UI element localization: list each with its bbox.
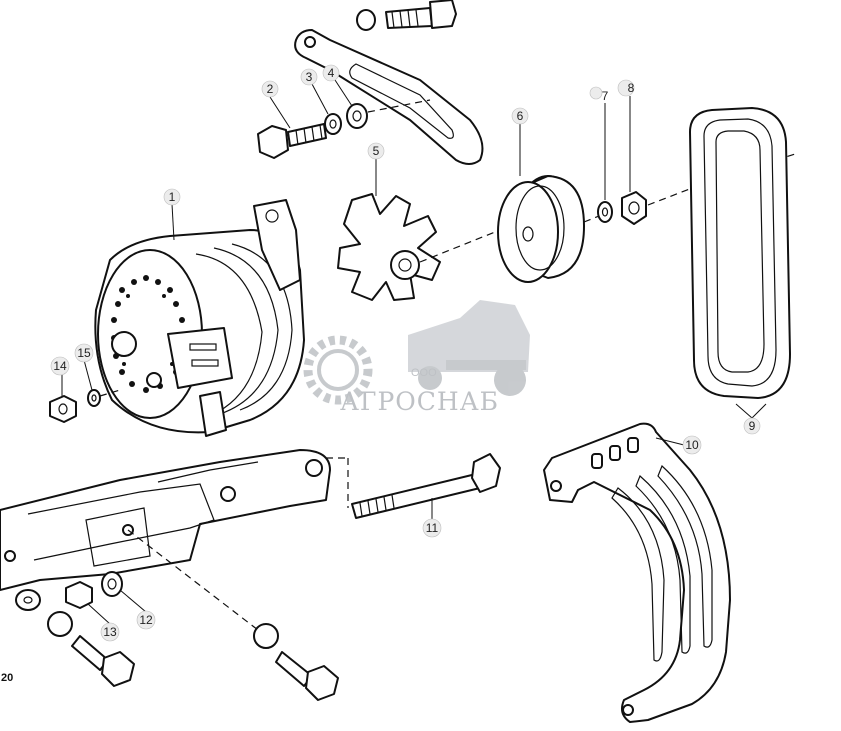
callout-1: 1 — [163, 188, 181, 206]
callout-2-label: 2 — [267, 82, 274, 96]
callout-7: 7 — [589, 86, 609, 103]
callout-8: 8 — [617, 79, 635, 97]
callout-6: 6 — [511, 107, 529, 125]
callout-7-label: 7 — [602, 89, 609, 103]
voltage-regulator — [111, 327, 233, 389]
callout-12-label: 12 — [139, 613, 153, 627]
washer-4 — [346, 103, 368, 129]
callout-12: 12 — [136, 610, 156, 630]
callout-11-label: 11 — [426, 521, 439, 535]
callout-5-label: 5 — [373, 144, 380, 158]
callout-9-label: 9 — [749, 419, 756, 433]
callout-9: 9 — [743, 417, 761, 435]
figure-code: 20 — [1, 672, 13, 684]
callout-3: 3 — [300, 68, 318, 86]
support-bracket-10 — [543, 422, 731, 723]
callout-13-label: 13 — [103, 625, 117, 639]
callout-4: 4 — [322, 64, 340, 82]
callout-5: 5 — [367, 142, 385, 160]
callout-3-label: 3 — [306, 70, 313, 84]
callout-11: 11 — [422, 518, 442, 538]
callout-10-label: 10 — [685, 438, 699, 452]
callout-15-label: 15 — [77, 346, 91, 360]
watermark-brand-text: АГРОСНАБ — [340, 387, 499, 416]
pulley — [497, 175, 585, 283]
adjusting-bracket — [294, 29, 484, 165]
callout-4-label: 4 — [328, 66, 335, 80]
callout-1-label: 1 — [169, 190, 176, 204]
nut-8 — [621, 191, 647, 225]
cooling-fan — [337, 193, 441, 301]
callout-14-label: 14 — [53, 359, 67, 373]
long-bolt-11 — [351, 453, 501, 519]
callout-15: 15 — [74, 343, 94, 363]
nut-14 — [49, 395, 77, 423]
lock-washer-7 — [597, 201, 613, 223]
lower-fasteners — [15, 571, 339, 701]
watermark-small-text: ООО — [411, 367, 437, 379]
v-belt — [689, 107, 791, 399]
bracket-bolt — [356, 0, 457, 31]
callout-6-label: 6 — [517, 109, 524, 123]
leader-lines — [61, 79, 767, 625]
callout-13: 13 — [100, 622, 120, 642]
gear-emblem-icon — [303, 335, 373, 405]
washer-15 — [87, 389, 101, 407]
callout-2: 2 — [261, 80, 279, 98]
alternator — [94, 199, 305, 437]
callout-14: 14 — [50, 356, 70, 376]
mounting-bracket — [0, 449, 331, 591]
watermark-logo: ООО АГРОСНАБ — [303, 300, 530, 416]
bolt-2 — [257, 123, 327, 159]
callout-10: 10 — [682, 435, 702, 455]
callout-8-label: 8 — [628, 81, 635, 95]
washer-3 — [324, 113, 342, 135]
combine-harvester-icon — [408, 300, 530, 396]
